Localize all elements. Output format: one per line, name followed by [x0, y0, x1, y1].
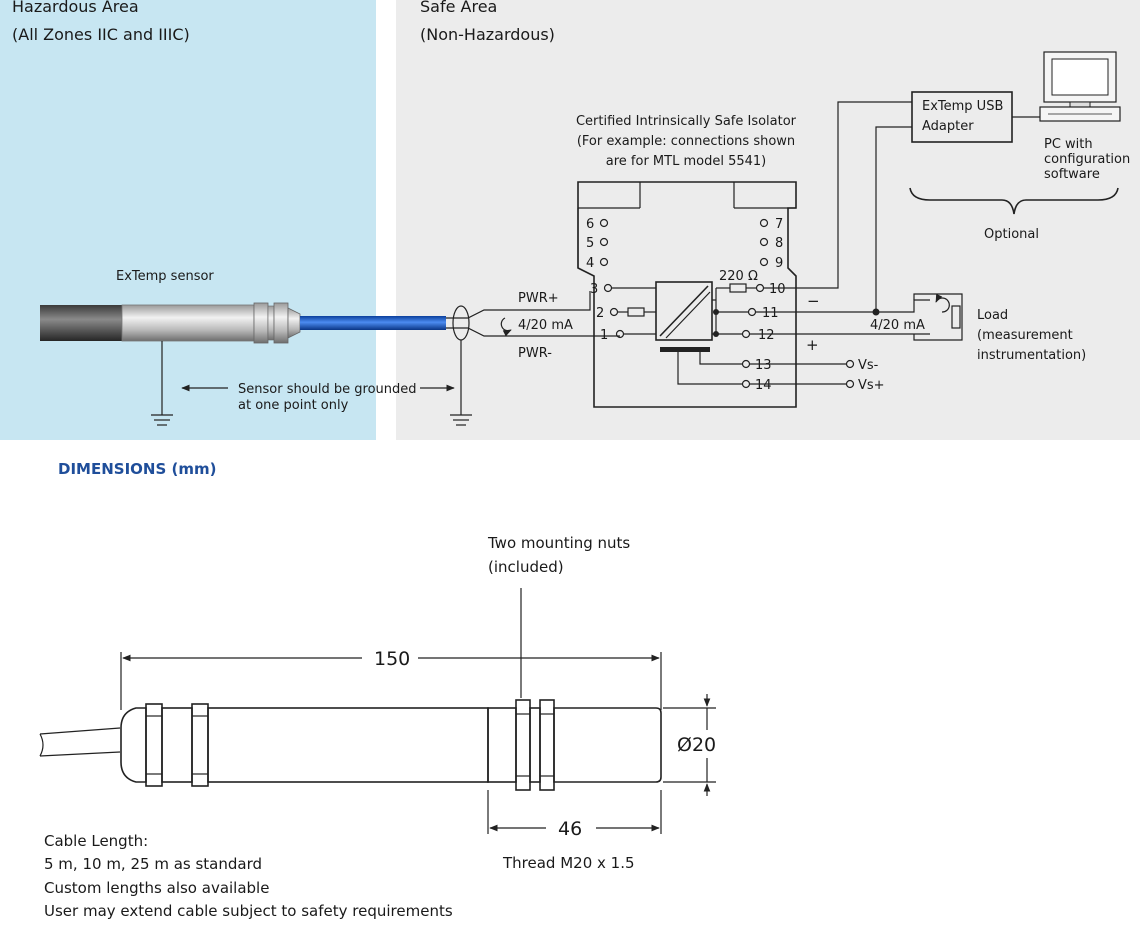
minus-sign: −: [807, 292, 820, 310]
sensor-ground-symbol: [151, 341, 173, 426]
isolator-title-2: (For example: connections shown: [577, 134, 795, 149]
right-terminal-11: 11: [747, 306, 779, 321]
pwr-minus-label: PWR-: [518, 346, 552, 361]
sensor-cable: [300, 316, 446, 330]
isolator-bus-bar: [660, 347, 710, 352]
safe-area-subtitle: (Non-Hazardous): [420, 25, 555, 44]
left-terminal-2: 2: [596, 306, 619, 321]
dimensions-heading: DIMENSIONS (mm): [58, 460, 216, 478]
pc-computer-icon: [1039, 51, 1121, 122]
loop-current-arrow-out: [935, 293, 950, 313]
svg-text:6: 6: [586, 217, 594, 232]
left-terminal-5: 5: [586, 236, 609, 251]
svg-text:7: 7: [775, 217, 783, 232]
svg-text:2: 2: [596, 306, 604, 321]
right-terminal-13: 13: [741, 358, 772, 373]
hazardous-area-panel: [0, 0, 376, 440]
isolator-housing: [577, 181, 797, 408]
thread-spec: Thread M20 x 1.5: [502, 854, 635, 872]
svg-text:1: 1: [600, 328, 608, 343]
svg-text:14: 14: [755, 378, 772, 393]
svg-text:13: 13: [755, 358, 772, 373]
nuts-label-1: Two mounting nuts: [487, 534, 630, 552]
loop-current-label-out: 4/20 mA: [870, 318, 925, 333]
svg-text:8: 8: [775, 236, 783, 251]
load-label-2: (measurement: [977, 328, 1073, 343]
safe-area-panel: [396, 0, 1140, 440]
usb-adapter-label-2: Adapter: [922, 119, 974, 134]
cable-note-1: Cable Length:: [44, 832, 148, 850]
ground-note-line-1: Sensor should be grounded: [238, 382, 417, 397]
vs-minus-label: Vs-: [858, 358, 879, 373]
left-terminal-1: 1: [600, 328, 625, 343]
svg-text:3: 3: [590, 282, 598, 297]
load-box: [913, 293, 963, 341]
svg-text:9: 9: [775, 256, 783, 271]
pc-label-3: software: [1044, 167, 1100, 182]
loop-current-arrow-in: [500, 317, 512, 337]
svg-text:12: 12: [758, 328, 775, 343]
left-terminal-6: 6: [586, 217, 609, 232]
vs-plus-label: Vs+: [858, 378, 885, 393]
hazard-area-subtitle: (All Zones IIC and IIIC): [12, 25, 190, 44]
pc-label-2: configuration: [1044, 152, 1130, 167]
sensor-dimension-drawing: [120, 699, 662, 791]
left-terminal-4: 4: [586, 256, 609, 271]
thread-length-dimension: 46: [558, 818, 582, 840]
cable-note-4: User may extend cable subject to safety …: [44, 902, 453, 920]
svg-text:11: 11: [762, 306, 779, 321]
hazard-area-title: Hazardous Area: [12, 0, 139, 16]
loop-current-label-in: 4/20 mA: [518, 318, 573, 333]
nuts-label-2: (included): [488, 558, 564, 576]
safe-area-title: Safe Area: [420, 0, 497, 16]
svg-text:10: 10: [769, 282, 786, 297]
resistor-label: 220 Ω: [719, 269, 758, 284]
svg-text:4: 4: [586, 256, 594, 271]
svg-text:5: 5: [586, 236, 594, 251]
load-label-1: Load: [977, 308, 1008, 323]
optional-label: Optional: [984, 227, 1039, 242]
wire-pwr-plus: [446, 291, 591, 319]
length-dimension: 150: [374, 648, 410, 670]
diameter-dimension: Ø20: [677, 734, 716, 756]
right-terminal-10: 10: [755, 282, 786, 297]
sensor-label: ExTemp sensor: [116, 269, 214, 284]
usb-adapter-label-1: ExTemp USB: [922, 99, 1003, 114]
right-terminal-14: 14: [741, 378, 772, 393]
right-terminal-8: 8: [759, 236, 783, 251]
isolator-title-1: Certified Intrinsically Safe Isolator: [576, 114, 797, 129]
cable-note-2: 5 m, 10 m, 25 m as standard: [44, 855, 262, 873]
wire-pwr-minus: [446, 327, 620, 337]
ground-note-line-2: at one point only: [238, 398, 349, 413]
pwr-plus-label: PWR+: [518, 291, 559, 306]
load-label-3: instrumentation): [977, 348, 1086, 363]
shield-ground-symbol: [450, 340, 472, 426]
optional-brace: [909, 187, 1119, 215]
right-terminal-7: 7: [759, 217, 783, 232]
cable-note-3: Custom lengths also available: [44, 879, 269, 897]
pc-label-1: PC with: [1044, 137, 1093, 152]
right-terminal-9: 9: [759, 256, 783, 271]
sensor-body: [40, 302, 301, 344]
isolator-title-3: are for MTL model 5541): [606, 154, 766, 169]
plus-sign: +: [806, 336, 819, 354]
isolation-barrier-symbol: [655, 281, 713, 341]
